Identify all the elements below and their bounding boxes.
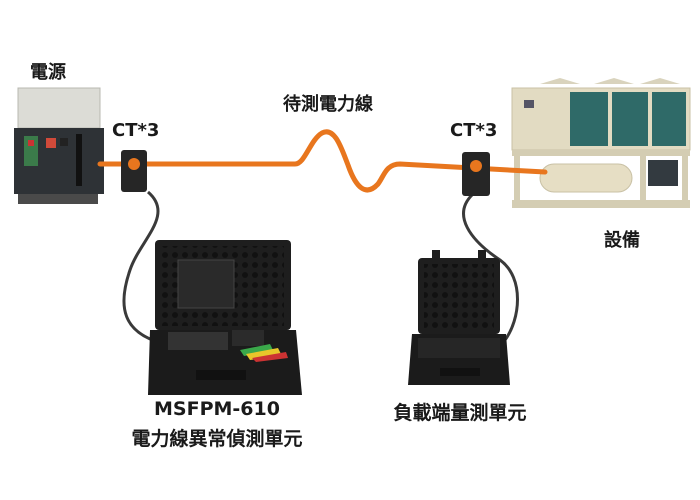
right-ct-cable: [462, 193, 519, 341]
load-unit-name-label: 負載端量測單元: [393, 402, 527, 424]
load-unit-case-icon: [408, 250, 510, 385]
left-ct-cable: [122, 190, 171, 347]
power-source-label: 電源: [30, 62, 66, 83]
power-line: [97, 129, 548, 193]
ct-clamp-left-icon: [121, 150, 147, 192]
ct-right-label: CT*3: [450, 120, 498, 141]
equipment-label: 設備: [604, 230, 640, 251]
main-unit-name-label: 電力線異常偵測單元: [131, 428, 303, 450]
circuit-breaker-icon: [14, 87, 104, 204]
ct-left-label: CT*3: [112, 120, 160, 141]
ct-clamp-right-icon: [462, 152, 490, 196]
chiller-equipment-icon: [511, 78, 691, 208]
power-line-label: 待測電力線: [283, 94, 373, 115]
main-unit-model-label: MSFPM-610: [154, 398, 280, 420]
main-unit-case-icon: [148, 240, 302, 395]
